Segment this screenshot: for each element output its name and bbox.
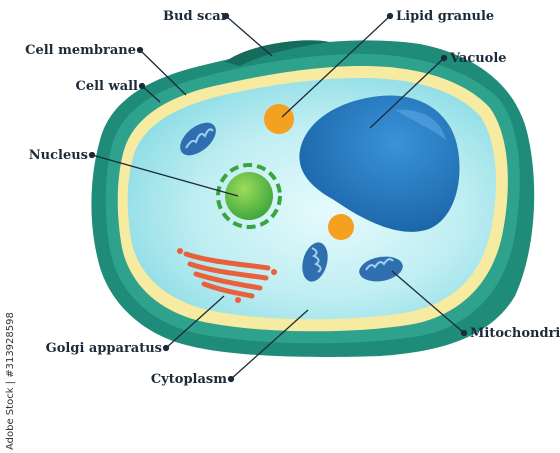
nucleus	[225, 172, 273, 220]
lipid-granule-1	[264, 104, 294, 134]
label-nucleus: Nucleus	[29, 148, 88, 163]
label-cell-wall: Cell wall	[75, 79, 138, 94]
label-cytoplasm: Cytoplasm	[151, 372, 227, 387]
credit-text: Adobe Stock | #313928598	[2, 300, 18, 450]
label-mitochondria: Mitochondria	[470, 326, 560, 341]
label-cell-membrane: Cell membrane	[25, 43, 136, 58]
label-golgi-apparatus: Golgi apparatus	[46, 341, 162, 356]
label-lipid-granule: Lipid granule	[396, 9, 494, 24]
label-vacuole: Vacuole	[449, 51, 507, 66]
lipid-granule-2	[328, 214, 354, 240]
credit-label: Adobe Stock | #313928598	[5, 312, 16, 450]
label-bud-scar: Bud scar	[163, 9, 228, 24]
